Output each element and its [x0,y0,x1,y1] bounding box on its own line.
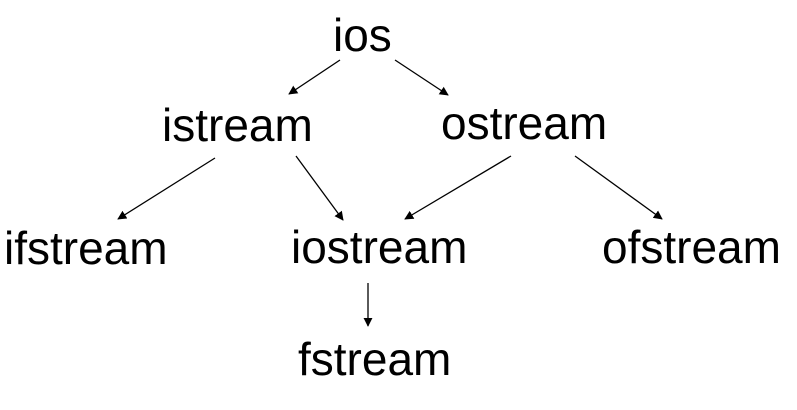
node-ostream: ostream [441,97,608,149]
node-ifstream: ifstream [4,222,168,274]
edge-istream-iostream [295,155,344,221]
node-ios: ios [333,9,392,61]
edge-ios-ostream [394,59,449,96]
edge-istream-ifstream [117,157,216,220]
node-iostream: iostream [291,221,468,273]
edge-ostream-iostream [404,155,512,220]
edge-ios-istream [288,59,341,95]
node-fstream: fstream [298,333,452,385]
node-ofstream: ofstream [602,221,781,273]
edge-ostream-ofstream [574,155,663,220]
node-istream: istream [162,99,313,151]
